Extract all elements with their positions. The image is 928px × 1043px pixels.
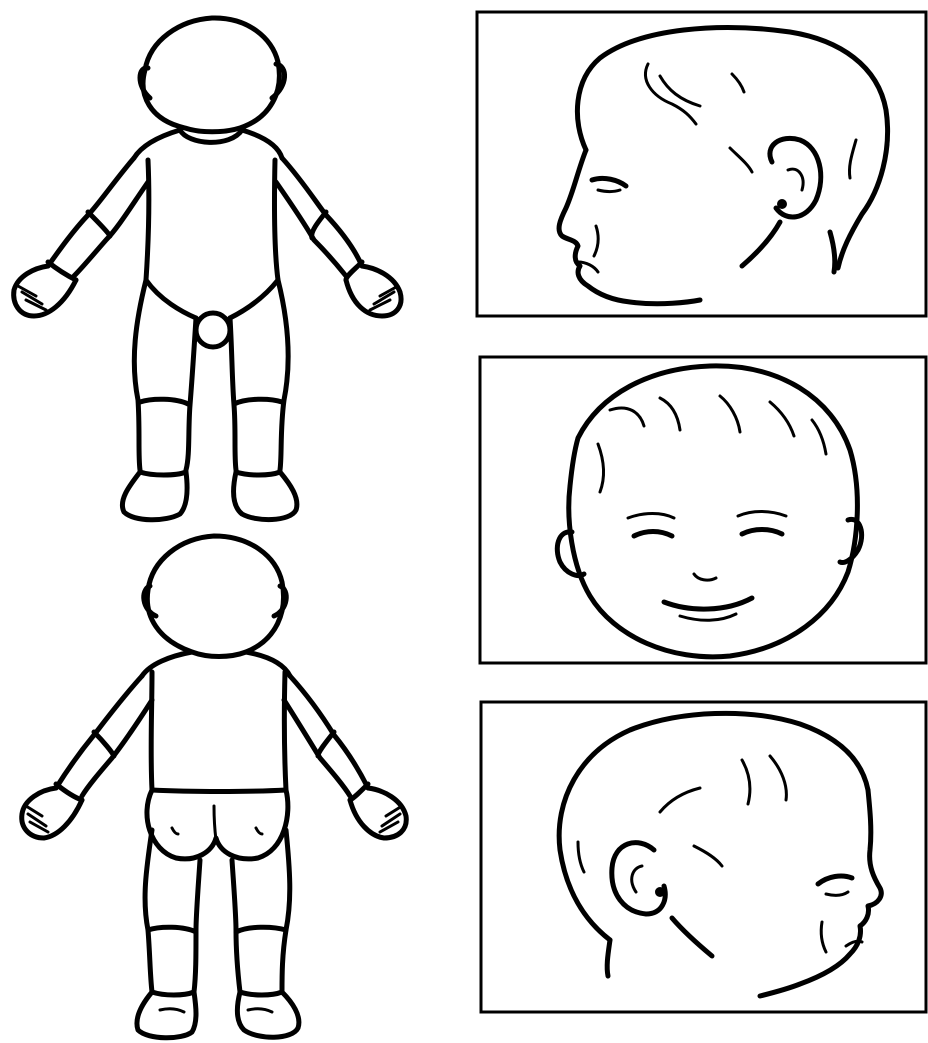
- face-front-mouth: [664, 598, 752, 609]
- front-left-wrist: [48, 262, 76, 280]
- profile-left-ear-canal: [777, 199, 787, 209]
- face-front-hair-1: [610, 408, 644, 426]
- profile-right-hair-1: [660, 788, 700, 812]
- back-buttocks: [147, 790, 288, 859]
- front-left-fingers: [18, 286, 46, 310]
- panel-frame-3: [481, 702, 926, 1012]
- profile-right-cheek: [821, 922, 826, 952]
- front-head: [143, 18, 279, 132]
- front-torso-sides: [146, 160, 278, 280]
- front-body-figure: [14, 18, 401, 520]
- profile-left-cheek: [594, 226, 598, 256]
- profile-right-hair-2: [742, 760, 750, 804]
- back-right-fingers: [380, 806, 402, 832]
- face-front-hair-4: [770, 402, 794, 436]
- front-left-knee: [140, 399, 188, 404]
- face-front-right-ear: [840, 519, 862, 562]
- back-left-wrist: [56, 784, 82, 800]
- front-right-knee: [234, 399, 282, 404]
- front-groin-circle: [196, 313, 230, 347]
- profile-left-hair-5: [849, 140, 856, 178]
- face-front-hair-5: [812, 420, 826, 454]
- front-left-arm-band: [88, 212, 110, 236]
- front-right-wrist: [346, 262, 362, 280]
- panel-frame-1: [477, 12, 926, 316]
- front-right-ankle: [236, 472, 280, 475]
- face-front-right-brow: [738, 512, 786, 517]
- profile-left-hair-1: [645, 64, 696, 124]
- back-left-arm-band: [94, 732, 114, 756]
- face-front-right-eye: [742, 530, 782, 535]
- face-front-hair-2: [660, 398, 680, 430]
- back-right-arm-band: [318, 732, 334, 756]
- back-left-foot: [137, 992, 196, 1038]
- profile-left-hair-4: [730, 148, 752, 172]
- back-right-knee: [236, 927, 286, 932]
- face-front-lower-lip: [680, 614, 736, 620]
- profile-left-jaw: [742, 222, 780, 266]
- face-front-nose: [694, 574, 716, 580]
- face-front-left-brow: [628, 514, 674, 519]
- front-left-leg: [134, 280, 196, 470]
- profile-left-ear-inner: [788, 169, 803, 190]
- face-front-hair-6: [598, 444, 604, 492]
- front-right-leg: [230, 280, 288, 470]
- back-right-ankle: [240, 992, 282, 995]
- front-left-ankle: [140, 472, 186, 475]
- front-right-arm-band: [312, 212, 326, 238]
- profile-left-face: [559, 150, 700, 304]
- profile-left-neck: [830, 232, 835, 272]
- profile-right-jaw: [672, 918, 712, 956]
- profile-right-eye: [818, 876, 852, 884]
- profile-right-neck: [607, 940, 610, 976]
- back-body-figure: [22, 536, 407, 1038]
- back-left-arm: [56, 676, 152, 796]
- profile-right-ear-inner: [632, 866, 642, 892]
- profile-left-head-outline: [577, 28, 887, 268]
- profile-right-ear-canal: [655, 887, 665, 897]
- head-profile-left-panel: [477, 12, 926, 316]
- back-glute-left-mark: [172, 828, 178, 834]
- front-left-foot: [122, 472, 187, 520]
- profile-left-hair-3: [732, 74, 744, 92]
- head-profile-right-panel: [481, 702, 926, 1012]
- profile-left-eyelid: [598, 190, 620, 192]
- back-waist-line: [152, 790, 286, 792]
- back-left-fingers: [26, 806, 48, 832]
- back-head: [147, 536, 283, 657]
- profile-right-ear: [612, 843, 665, 914]
- back-glute-right-mark: [256, 828, 262, 834]
- back-right-arm: [284, 676, 368, 796]
- head-front-panel: [480, 357, 926, 663]
- back-torso-sides: [151, 672, 286, 790]
- profile-left-eye: [592, 178, 626, 186]
- back-right-heel-mark: [248, 1009, 272, 1012]
- face-front-left-eye: [634, 532, 672, 537]
- profile-right-hair-5: [578, 842, 584, 872]
- profile-right-face: [760, 790, 881, 996]
- face-front-hair-3: [720, 396, 740, 432]
- profile-right-hair-3: [770, 756, 786, 800]
- back-right-foot: [237, 992, 299, 1037]
- front-left-arm: [48, 158, 148, 276]
- profile-right-hair-4: [694, 846, 722, 866]
- back-left-knee: [148, 927, 196, 932]
- back-left-heel-mark: [160, 1009, 184, 1012]
- profile-right-head-outline: [559, 713, 868, 940]
- front-right-foot: [234, 472, 297, 520]
- profile-right-eyelid: [826, 892, 848, 895]
- back-left-ankle: [152, 992, 194, 995]
- back-right-wrist: [350, 784, 368, 800]
- front-right-fingers: [370, 286, 398, 310]
- back-cleft: [214, 806, 216, 840]
